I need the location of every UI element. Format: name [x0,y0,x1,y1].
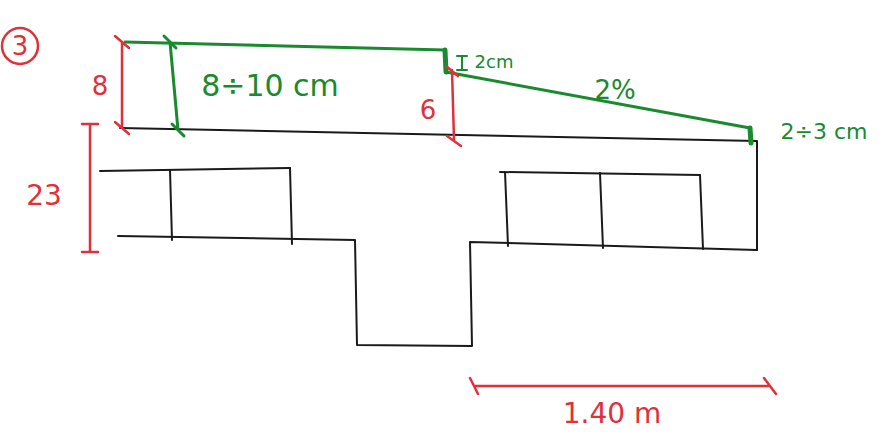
dimension-line [115,36,129,134]
block-line [100,168,290,171]
dimension-lines [2,28,776,394]
block-line [505,172,508,246]
thickness-mark [164,36,184,136]
block-line [170,170,172,240]
dimension-label: 2÷3 cm [781,121,868,143]
step-mark [457,56,467,70]
dimension-label: 8 [92,73,109,99]
dimension-label: 8÷10 cm [201,71,339,101]
screed-step [445,50,446,72]
screed-edge [750,128,751,143]
block-line [700,175,703,249]
block-line [600,173,603,248]
dimension-label: 23 [26,182,62,210]
dimension-line [82,124,98,252]
dimension-label: 6 [420,97,437,123]
slab-outline [120,128,757,250]
slope-label: 2% [594,77,635,103]
concrete-section [100,128,757,346]
callout-circle [2,28,38,64]
web-outline [118,236,757,346]
dimension-line [470,378,776,394]
callout-number: 3 [12,33,29,59]
block-line [290,168,292,244]
dimension-line [446,66,461,146]
dimension-label: 2cm [475,53,514,71]
screed-slope [446,72,750,128]
dimension-label: 1.40 m [563,400,662,428]
screed-layer [125,36,751,143]
